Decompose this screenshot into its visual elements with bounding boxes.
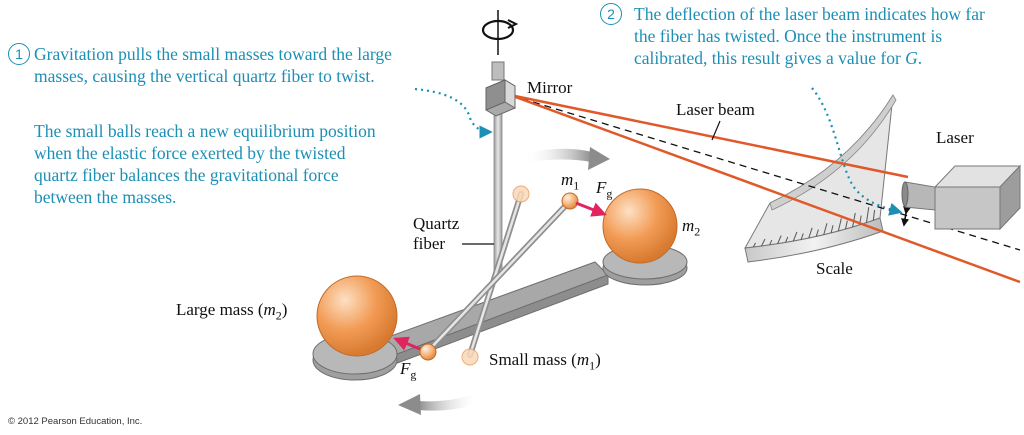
- scale-tick: [785, 236, 789, 243]
- deflection-arrow: [901, 206, 911, 227]
- label-large-mass-sub: 2: [275, 308, 282, 323]
- label-small-mass: Small mass (m1): [489, 350, 601, 375]
- callout-1-number: 1: [8, 43, 30, 65]
- label-m1-sub: 1: [573, 178, 580, 193]
- scale: [744, 94, 897, 263]
- label-m2: m2: [682, 216, 700, 241]
- scale-tick: [830, 225, 834, 234]
- copyright-text: © 2012 Pearson Education, Inc.: [8, 416, 143, 427]
- scale-tick: [792, 231, 798, 242]
- label-small-mass-close: ): [595, 350, 601, 369]
- small-mass-bottom: [419, 343, 437, 361]
- label-large-mass-m: m: [263, 300, 276, 319]
- mirror: [485, 79, 516, 117]
- scale-tick: [837, 218, 842, 232]
- callout-2-var-g: G: [905, 48, 918, 68]
- small-mass-top: [561, 192, 579, 210]
- callout-2-text: The deflection of the laser beam indicat…: [634, 3, 1024, 69]
- label-fg-top-f: F: [596, 178, 607, 197]
- callout1-connector: [414, 87, 493, 139]
- callout-2-number: 2: [600, 3, 622, 25]
- callout-2-line-1: The deflection of the laser beam indicat…: [634, 4, 985, 24]
- label-m2-m: m: [682, 216, 695, 235]
- callout2-connector: [811, 87, 903, 216]
- label-m1: m1: [561, 170, 579, 195]
- label-fg-bottom-f: F: [400, 359, 411, 378]
- motion-arrow-top: [525, 147, 610, 170]
- fiber-clamp: [491, 61, 505, 81]
- force-arrow-bottom: [393, 336, 421, 351]
- scale-tick: [865, 207, 870, 223]
- laser-beam-incident: [509, 93, 909, 179]
- label-small-mass-sub: 1: [589, 358, 596, 373]
- label-fg-bottom: Fg: [400, 359, 416, 384]
- label-fg-top: Fg: [596, 178, 612, 203]
- label-scale: Scale: [816, 259, 853, 278]
- scale-tick: [808, 227, 813, 239]
- callout-2-line-3: calibrated, this result gives a value fo…: [634, 47, 1024, 69]
- label-small-mass-m: m: [576, 350, 590, 369]
- large-mass-left: [316, 275, 398, 357]
- callout-1-text: Gravitation pulls the small masses towar…: [34, 44, 392, 86]
- scale-tick: [761, 238, 766, 247]
- scale-tick: [752, 242, 756, 248]
- label-large-mass-close: ): [281, 300, 288, 319]
- label-fg-top-sub: g: [606, 186, 613, 201]
- laser-device: [901, 164, 1022, 231]
- scale-tick: [769, 239, 773, 246]
- torsion-arms: [425, 191, 573, 358]
- scale-tick: [872, 210, 876, 221]
- label-mirror: Mirror: [527, 78, 573, 97]
- scale-tick: [800, 233, 804, 240]
- laser-beam-reflected: [509, 93, 1021, 284]
- label-m1-m: m: [561, 170, 574, 189]
- laser-beam-leader: [711, 120, 721, 141]
- label-m2-sub: 2: [694, 224, 701, 239]
- label-large-mass: Large mass (m2): [176, 300, 287, 325]
- callout-2-line-3-text: calibrated, this result gives a value fo…: [634, 48, 906, 68]
- label-small-mass-text: Small mass (: [489, 350, 577, 369]
- callout-2-line-2: the fiber has twisted. Once the instrume…: [634, 26, 943, 46]
- label-quartz-fiber: Quartz fiber: [413, 214, 460, 253]
- label-fg-bottom-sub: g: [410, 367, 417, 382]
- callout-2-line-3-end: .: [917, 48, 923, 68]
- scale-tick: [845, 220, 848, 230]
- rotation-arrow-icon: [481, 10, 519, 55]
- scale-tick: [823, 223, 828, 235]
- label-laser-beam: Laser beam: [676, 100, 755, 119]
- motion-arrow-bottom: [398, 393, 479, 415]
- force-arrow-top: [575, 201, 607, 217]
- small-mass-ghost-top: [512, 185, 530, 203]
- label-large-mass-text: Large mass (: [176, 300, 264, 319]
- scale-tick: [777, 235, 782, 244]
- callout-1-text-equilibrium: The small balls reach a new equilibrium …: [34, 121, 376, 207]
- small-mass-ghost-bottom: [461, 348, 479, 366]
- label-laser: Laser: [936, 128, 974, 147]
- large-mass-right: [602, 188, 678, 264]
- scale-tick: [815, 229, 819, 237]
